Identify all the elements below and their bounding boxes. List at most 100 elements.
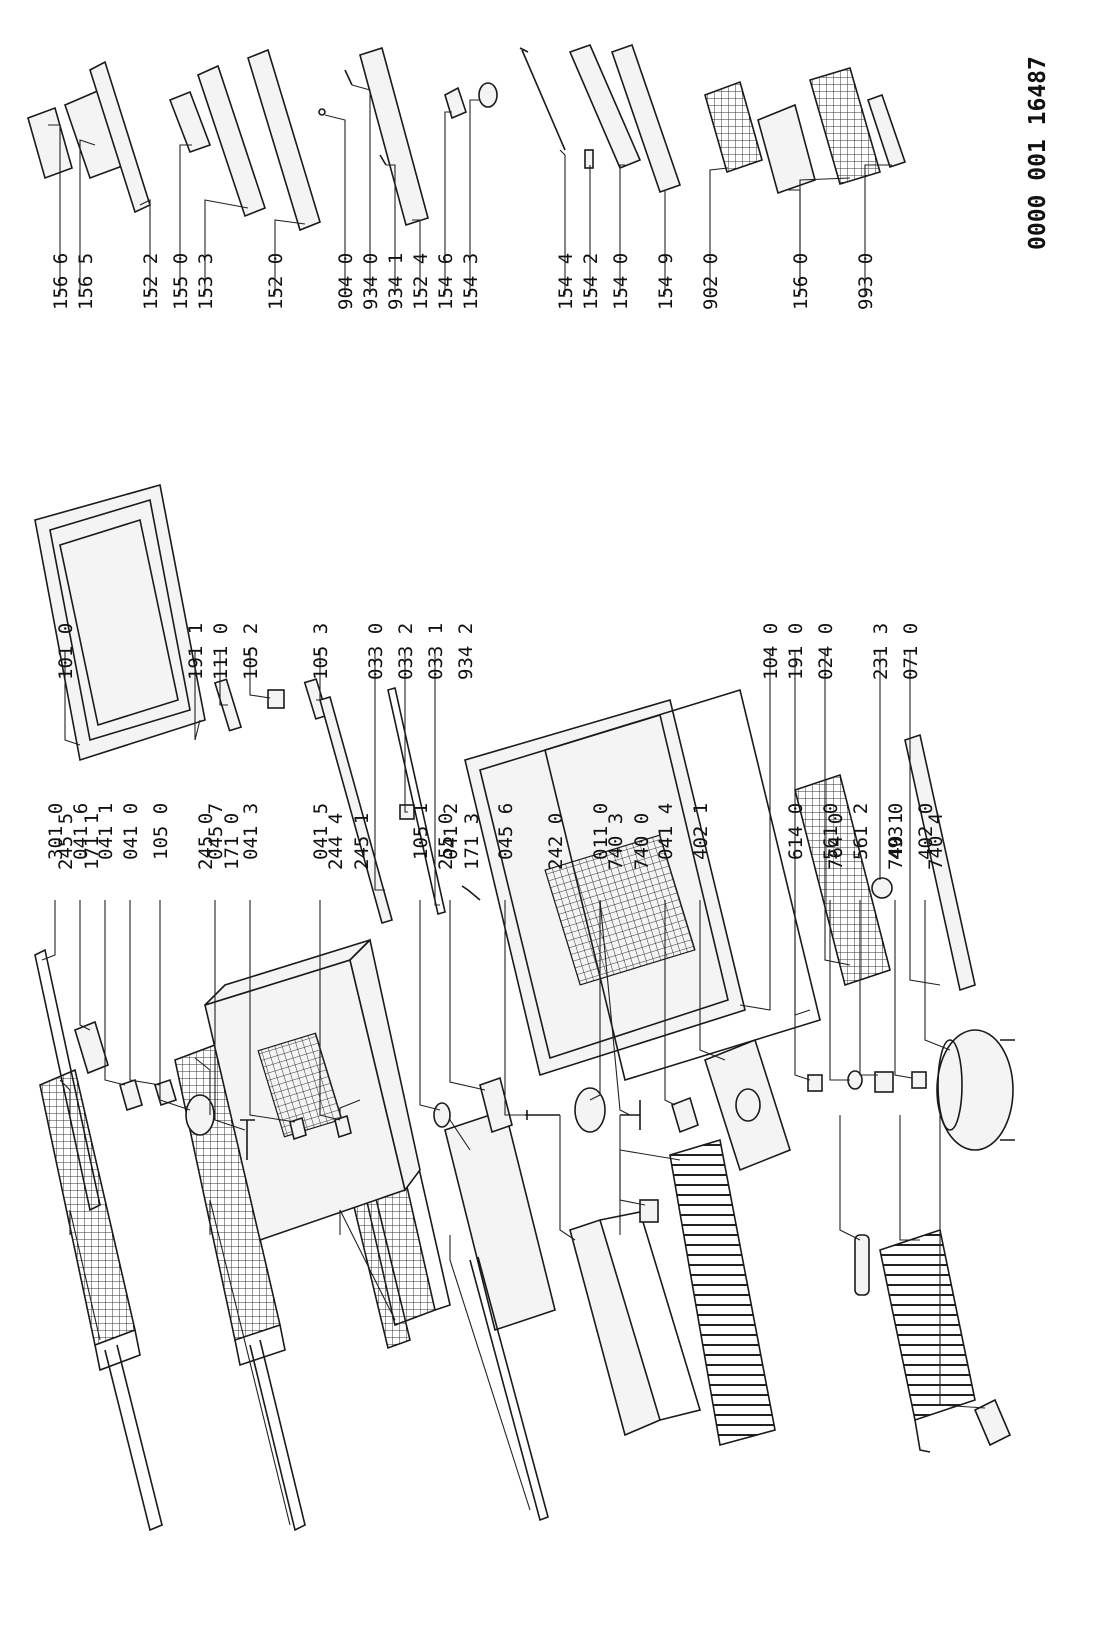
part-label: 934 1 bbox=[385, 253, 407, 310]
top-cover-part bbox=[904, 733, 976, 992]
part-label: 101 0 bbox=[55, 623, 77, 680]
part-label: 740 0 bbox=[631, 813, 653, 870]
part-label: 041 0 bbox=[120, 803, 142, 860]
part-label: 231 3 bbox=[870, 623, 892, 680]
part-label: 105 0 bbox=[150, 803, 172, 860]
small-clip-part bbox=[289, 1116, 307, 1141]
drip-tray-part bbox=[704, 1038, 791, 1172]
part-label: 041 2 bbox=[440, 803, 462, 860]
small-pin-part bbox=[318, 108, 326, 116]
part-label: 041 1 bbox=[95, 803, 117, 860]
doors-group bbox=[34, 483, 976, 1082]
door-shelf-part bbox=[359, 46, 429, 227]
door-shelf-part bbox=[568, 43, 642, 170]
labels-shelves: 245 5 171 1 245 0 171 0 244 4 245 1 255 … bbox=[55, 813, 947, 870]
part-label: 154 2 bbox=[580, 253, 602, 310]
condenser-coil-part bbox=[879, 1228, 976, 1453]
part-label: 171 0 bbox=[221, 813, 243, 870]
part-label: 245 5 bbox=[55, 813, 77, 870]
part-label: 402 0 bbox=[915, 803, 937, 860]
part-label: 934 2 bbox=[455, 623, 477, 680]
part-label: 154 4 bbox=[555, 253, 577, 310]
rod-part bbox=[519, 47, 566, 151]
part-label: 154 9 bbox=[655, 253, 677, 310]
part-label: 041 4 bbox=[655, 803, 677, 860]
part-label: 152 2 bbox=[140, 253, 162, 310]
part-label: 045 7 bbox=[205, 803, 227, 860]
leader-lines bbox=[41, 84, 986, 1526]
grille-part bbox=[704, 80, 763, 174]
part-label: 561 0 bbox=[820, 803, 842, 860]
part-label: 740 3 bbox=[605, 813, 627, 870]
bracket-part bbox=[444, 86, 467, 120]
part-label: 104 0 bbox=[760, 623, 782, 680]
part-label: 105 1 bbox=[410, 803, 432, 860]
screw-part bbox=[525, 1110, 560, 1120]
part-label: 614 0 bbox=[785, 803, 807, 860]
accessories-group bbox=[27, 43, 907, 232]
spring-part bbox=[461, 885, 481, 901]
bracket-part bbox=[671, 1096, 699, 1134]
part-label: 071 0 bbox=[900, 623, 922, 680]
part-label: 993 0 bbox=[855, 253, 877, 310]
freezer-door-part bbox=[34, 483, 206, 762]
part-label: 041 3 bbox=[240, 803, 262, 860]
labels-doors: 101 0 191 1 111 0 105 2 105 3 033 0 033 … bbox=[55, 623, 922, 680]
door-shelf-part bbox=[610, 43, 682, 194]
part-label: 740 4 bbox=[925, 813, 947, 870]
cabinet-body-part bbox=[204, 938, 421, 1242]
relay-part bbox=[807, 1074, 823, 1092]
part-label: 255 0 bbox=[435, 813, 457, 870]
part-label: 301 0 bbox=[45, 803, 67, 860]
pin-part bbox=[240, 1119, 255, 1160]
part-label: 155 0 bbox=[170, 253, 192, 310]
wire-part bbox=[379, 154, 387, 166]
part-label: 191 1 bbox=[185, 623, 207, 680]
part-label: 245 1 bbox=[351, 813, 373, 870]
bracket-part bbox=[154, 1078, 177, 1107]
hinge-part bbox=[267, 689, 285, 709]
cover-part bbox=[27, 106, 73, 180]
part-label: 171 3 bbox=[461, 813, 483, 870]
knob-part bbox=[478, 82, 498, 108]
foot-part bbox=[574, 1087, 641, 1133]
part-label: 105 3 bbox=[310, 623, 332, 680]
protector-part bbox=[874, 1071, 894, 1093]
ice-tray-part bbox=[757, 103, 816, 195]
part-label: 904 0 bbox=[335, 253, 357, 310]
part-label: 111 0 bbox=[210, 623, 232, 680]
labels-accessories: 156 6 156 5 152 2 155 0 153 3 152 0 904 … bbox=[50, 253, 877, 310]
crisper-drawer-part bbox=[569, 1199, 702, 1437]
knob-part bbox=[433, 1102, 451, 1128]
part-label: 033 0 bbox=[365, 623, 387, 680]
pin-part bbox=[584, 149, 594, 169]
part-label: 033 2 bbox=[395, 623, 417, 680]
part-label: 152 4 bbox=[410, 253, 432, 310]
part-label: 244 4 bbox=[325, 813, 347, 870]
capacitor-part bbox=[911, 1071, 927, 1089]
part-label: 402 1 bbox=[690, 803, 712, 860]
egg-tray-part bbox=[168, 90, 212, 154]
clip-part bbox=[973, 1398, 1012, 1447]
part-label: 154 0 bbox=[610, 253, 632, 310]
wire-part bbox=[344, 69, 353, 86]
part-label: 154 6 bbox=[435, 253, 457, 310]
part-label: 041 6 bbox=[70, 803, 92, 860]
rail-part bbox=[34, 948, 101, 1212]
part-label: 934 0 bbox=[360, 253, 382, 310]
part-label: 561 2 bbox=[850, 803, 872, 860]
knob-part bbox=[871, 877, 893, 899]
part-label: 245 0 bbox=[195, 813, 217, 870]
labels-cabinet: 301 0 041 6 041 1 041 0 105 0 045 7 041 … bbox=[45, 803, 937, 860]
wire-shelf-part bbox=[39, 1068, 163, 1532]
part-label: 902 0 bbox=[700, 253, 722, 310]
part-label: 041 5 bbox=[310, 803, 332, 860]
hinge-cap-part bbox=[303, 678, 329, 720]
part-label: 033 1 bbox=[425, 623, 447, 680]
ice-tray-part bbox=[809, 67, 881, 185]
hinge-part bbox=[74, 1020, 109, 1075]
glass-plate-part bbox=[444, 1108, 556, 1522]
hinge-bracket-part bbox=[479, 1076, 513, 1134]
part-label: 764 0 bbox=[825, 813, 847, 870]
